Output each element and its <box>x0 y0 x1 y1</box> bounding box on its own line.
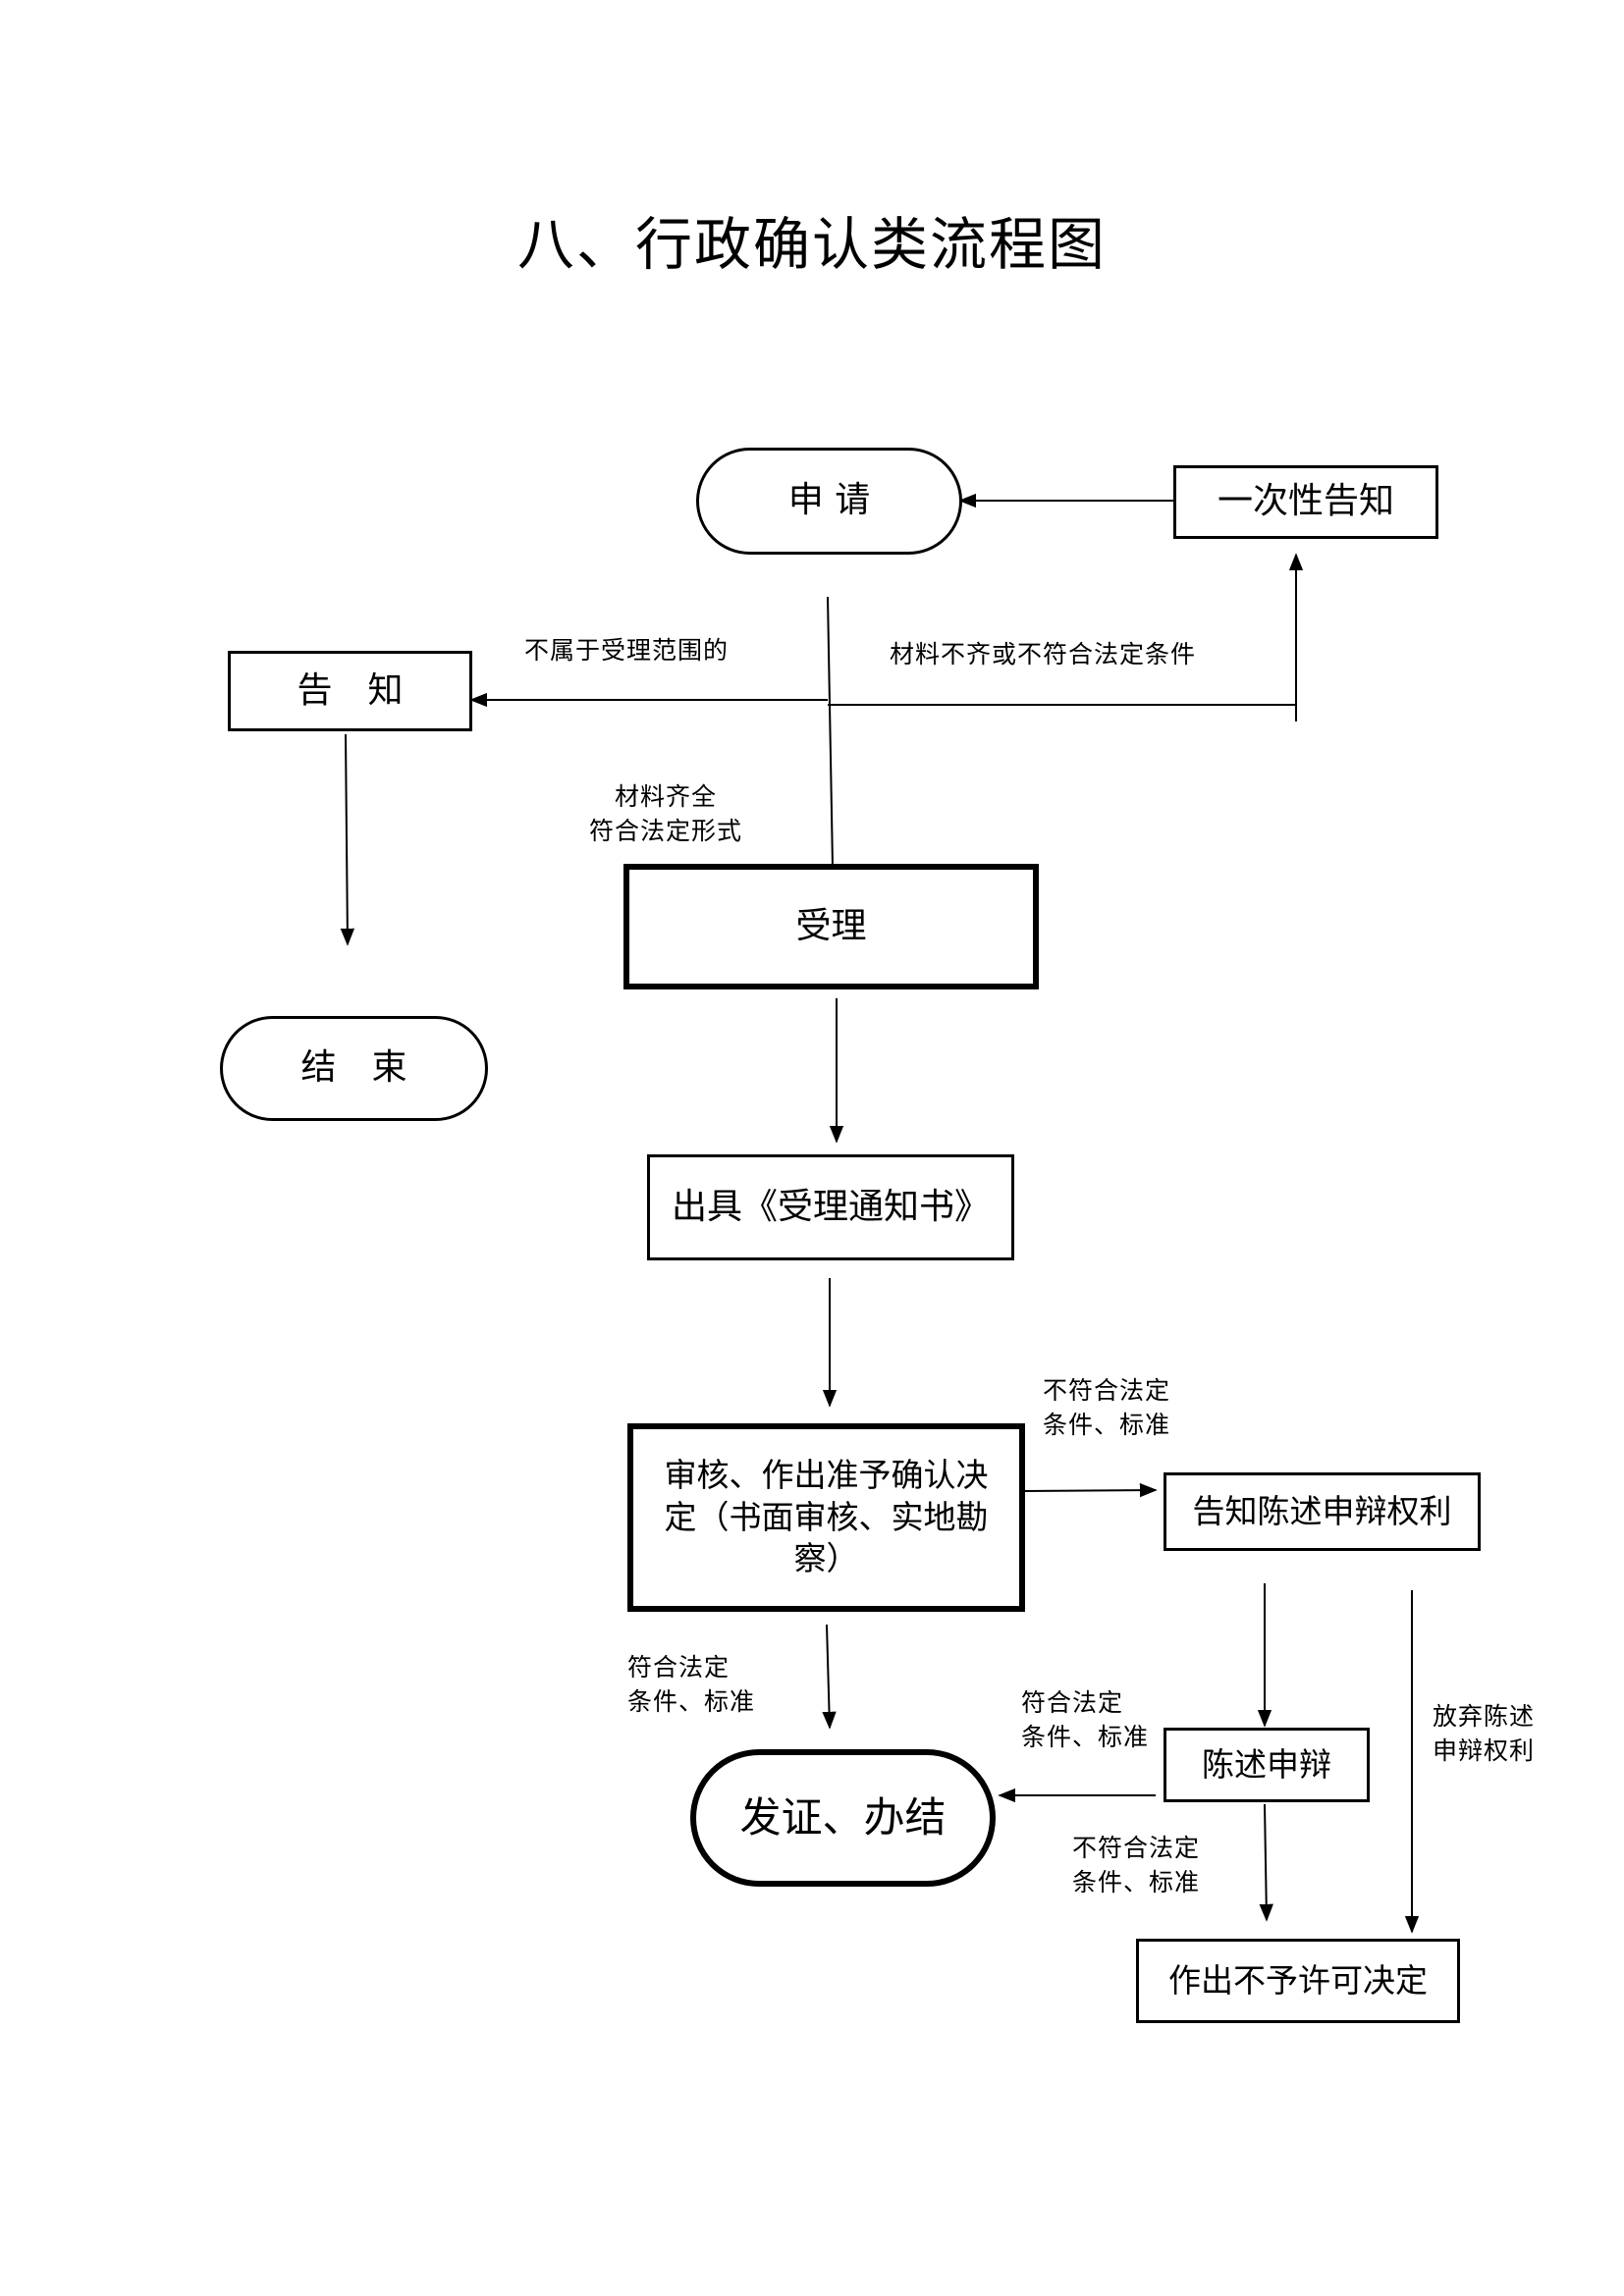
statement-rights-node: 告知陈述申辩权利 <box>1164 1472 1481 1551</box>
label-pass-review-line-2: 条件、标准 <box>627 1686 756 1716</box>
label-fail-review: 不符合法定 条件、标准 <box>1043 1374 1170 1442</box>
label-complete-line-1: 材料齐全 <box>615 782 718 811</box>
label-complete: 材料齐全 符合法定形式 <box>589 780 742 848</box>
review-label-line-1: 审核、作出准予确认决 <box>664 1455 989 1494</box>
label-incomplete: 材料不齐或不符合法定条件 <box>890 640 1197 668</box>
issue-notice-node: 出具《受理通知书》 <box>647 1154 1014 1260</box>
accept-label: 受理 <box>795 905 867 946</box>
label-fail-review-line-1: 不符合法定 <box>1043 1376 1171 1405</box>
review-label-line-3: 察） <box>793 1539 859 1578</box>
one-time-notice-node: 一次性告知 <box>1173 465 1438 539</box>
page-title: 八、行政确认类流程图 <box>516 211 1107 278</box>
statement-rights-label: 告知陈述申辩权利 <box>1192 1491 1452 1530</box>
apply-label: 申 请 <box>787 480 871 521</box>
label-fail-statement: 不符合法定 条件、标准 <box>1072 1832 1200 1899</box>
arrow-statement-to-deny <box>1259 1803 1273 1922</box>
label-waive: 放弃陈述 申辩权利 <box>1433 1700 1535 1768</box>
arrow-review-to-certify <box>822 1624 837 1730</box>
label-out-of-scope: 不属于受理范围的 <box>524 636 730 665</box>
notify-node: 告 知 <box>228 651 472 731</box>
label-pass-review-line-1: 符合法定 <box>627 1653 731 1682</box>
arrow-review-to-statement-rights <box>1022 1482 1158 1498</box>
notify-label: 告 知 <box>297 669 404 711</box>
review-label-line-2: 定（书面审核、实地勘 <box>664 1497 989 1536</box>
certify-node: 发证、办结 <box>690 1749 996 1887</box>
label-fail-statement-line-2: 条件、标准 <box>1072 1867 1201 1896</box>
end-label: 结 束 <box>300 1047 407 1089</box>
certify-label: 发证、办结 <box>739 1792 947 1842</box>
end-node: 结 束 <box>220 1016 488 1121</box>
issue-notice-label: 出具《受理通知书》 <box>671 1186 990 1227</box>
arrow-notify-to-end <box>340 733 355 946</box>
label-fail-statement-line-1: 不符合法定 <box>1072 1834 1201 1862</box>
deny-node: 作出不予许可决定 <box>1136 1939 1460 2023</box>
deny-label: 作出不予许可决定 <box>1168 1960 1428 2000</box>
label-complete-line-2: 符合法定形式 <box>589 816 743 845</box>
label-pass-review: 符合法定 条件、标准 <box>627 1651 755 1719</box>
statement-label: 陈述申辩 <box>1202 1744 1331 1784</box>
label-pass-statement-line-2: 条件、标准 <box>1021 1722 1150 1751</box>
statement-node: 陈述申辩 <box>1164 1728 1370 1802</box>
label-pass-statement: 符合法定 条件、标准 <box>1021 1686 1149 1754</box>
accept-node: 受理 <box>623 864 1039 989</box>
label-fail-review-line-2: 条件、标准 <box>1043 1410 1171 1439</box>
review-node: 审核、作出准予确认决 定（书面审核、实地勘 察） <box>627 1423 1025 1612</box>
one-time-notice-label: 一次性告知 <box>1217 481 1394 522</box>
label-waive-line-1: 放弃陈述 <box>1433 1702 1536 1731</box>
apply-node: 申 请 <box>696 448 962 555</box>
label-pass-statement-line-1: 符合法定 <box>1021 1688 1124 1717</box>
line-apply-to-accept <box>827 596 834 868</box>
label-waive-line-2: 申辩权利 <box>1433 1735 1536 1765</box>
